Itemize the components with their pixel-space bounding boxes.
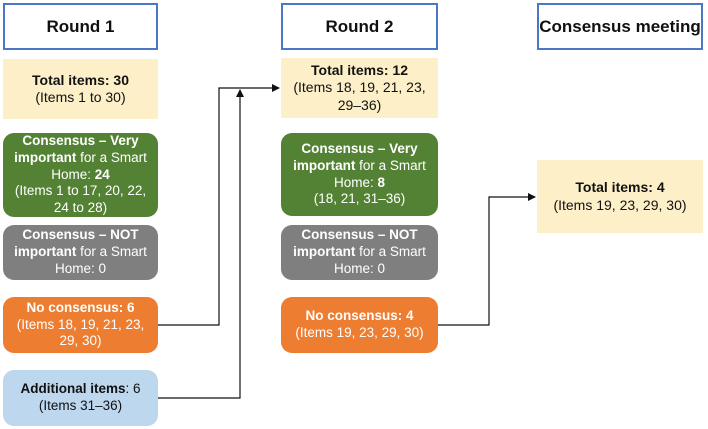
r2-nc-line1: No consensus: 4 bbox=[305, 308, 414, 324]
round2-consensus-not-box: Consensus – NOT important for a Smart Ho… bbox=[281, 225, 438, 280]
r2-cn-line1: Consensus – NOT bbox=[301, 227, 418, 243]
r2-nc-line2: (Items 19, 23, 29, 30) bbox=[295, 325, 424, 340]
r1-cv-line1: Consensus – Very bbox=[22, 132, 139, 148]
r1-add-line2: (Items 31–36) bbox=[38, 398, 123, 413]
r1-nc-line1: No consensus: 6 bbox=[26, 299, 135, 315]
r2-total-line1: Total items: 12 bbox=[311, 61, 408, 78]
round1-consensus-not-box: Consensus – NOT important for a Smart Ho… bbox=[3, 225, 158, 280]
round2-no-consensus-box: No consensus: 4 (Items 19, 23, 29, 30) bbox=[281, 297, 438, 353]
round2-total-box: Total items: 12 (Items 18, 19, 21, 23, 2… bbox=[281, 58, 438, 118]
round1-consensus-very-box: Consensus – Very important for a Smart H… bbox=[3, 133, 158, 217]
r2-cv-line1: Consensus – Very bbox=[301, 140, 418, 156]
arrow-r1-additional-to-r2 bbox=[158, 89, 244, 399]
r1-cv-line5: 24 to 28) bbox=[53, 200, 108, 216]
r1-cn-line2: important for a Smart bbox=[14, 244, 147, 260]
round2-header: Round 2 bbox=[281, 3, 438, 50]
r2-cn-line2: important for a Smart bbox=[293, 244, 426, 260]
round1-total-detail: (Items 1 to 30) bbox=[35, 89, 126, 105]
meeting-total-line1: Total items: 4 bbox=[575, 179, 665, 195]
r2-total-line3: 29–36) bbox=[337, 96, 382, 113]
round1-no-consensus-box: No consensus: 6 (Items 18, 19, 21, 23, 2… bbox=[3, 297, 158, 353]
round2-consensus-very-box: Consensus – Very important for a Smart H… bbox=[281, 133, 438, 216]
r1-cv-line3: Home: 24 bbox=[51, 166, 110, 182]
arrow-r2-noconsensus-to-meeting bbox=[438, 193, 536, 326]
round1-total-box: Total items: 30 (Items 1 to 30) bbox=[3, 59, 158, 119]
r1-add-line1: Additional items: 6 bbox=[20, 381, 141, 397]
r2-cv-line2: important for a Smart bbox=[293, 157, 426, 173]
arrow-r1-noconsensus-to-r2 bbox=[158, 84, 280, 326]
r1-nc-line2: (Items 18, 19, 21, 23, bbox=[16, 316, 145, 332]
meeting-total-line2: (Items 19, 23, 29, 30) bbox=[553, 196, 687, 213]
r2-total-line2: (Items 18, 19, 21, 23, bbox=[293, 79, 426, 96]
meeting-header-text: Consensus meeting bbox=[539, 16, 701, 36]
r1-nc-line3: 29, 30) bbox=[59, 333, 102, 349]
r2-cv-line3: Home: 8 bbox=[333, 174, 386, 190]
r1-cn-line3: Home: 0 bbox=[54, 260, 107, 276]
r1-cv-line2: important for a Smart bbox=[14, 149, 147, 165]
round1-header: Round 1 bbox=[3, 3, 158, 50]
round1-header-text: Round 1 bbox=[46, 16, 115, 36]
r2-cn-line3: Home: 0 bbox=[333, 260, 386, 276]
meeting-header: Consensus meeting bbox=[537, 3, 703, 50]
round1-additional-box: Additional items: 6 (Items 31–36) bbox=[3, 370, 158, 426]
round1-total-line: Total items: 30 bbox=[32, 71, 129, 88]
round2-header-text: Round 2 bbox=[325, 16, 394, 36]
r1-cv-line4: (Items 1 to 17, 20, 22, bbox=[14, 183, 147, 199]
meeting-total-box: Total items: 4 (Items 19, 23, 29, 30) bbox=[537, 160, 703, 233]
r1-cn-line1: Consensus – NOT bbox=[22, 227, 139, 243]
r2-cv-line4: (18, 21, 31–36) bbox=[313, 191, 406, 207]
